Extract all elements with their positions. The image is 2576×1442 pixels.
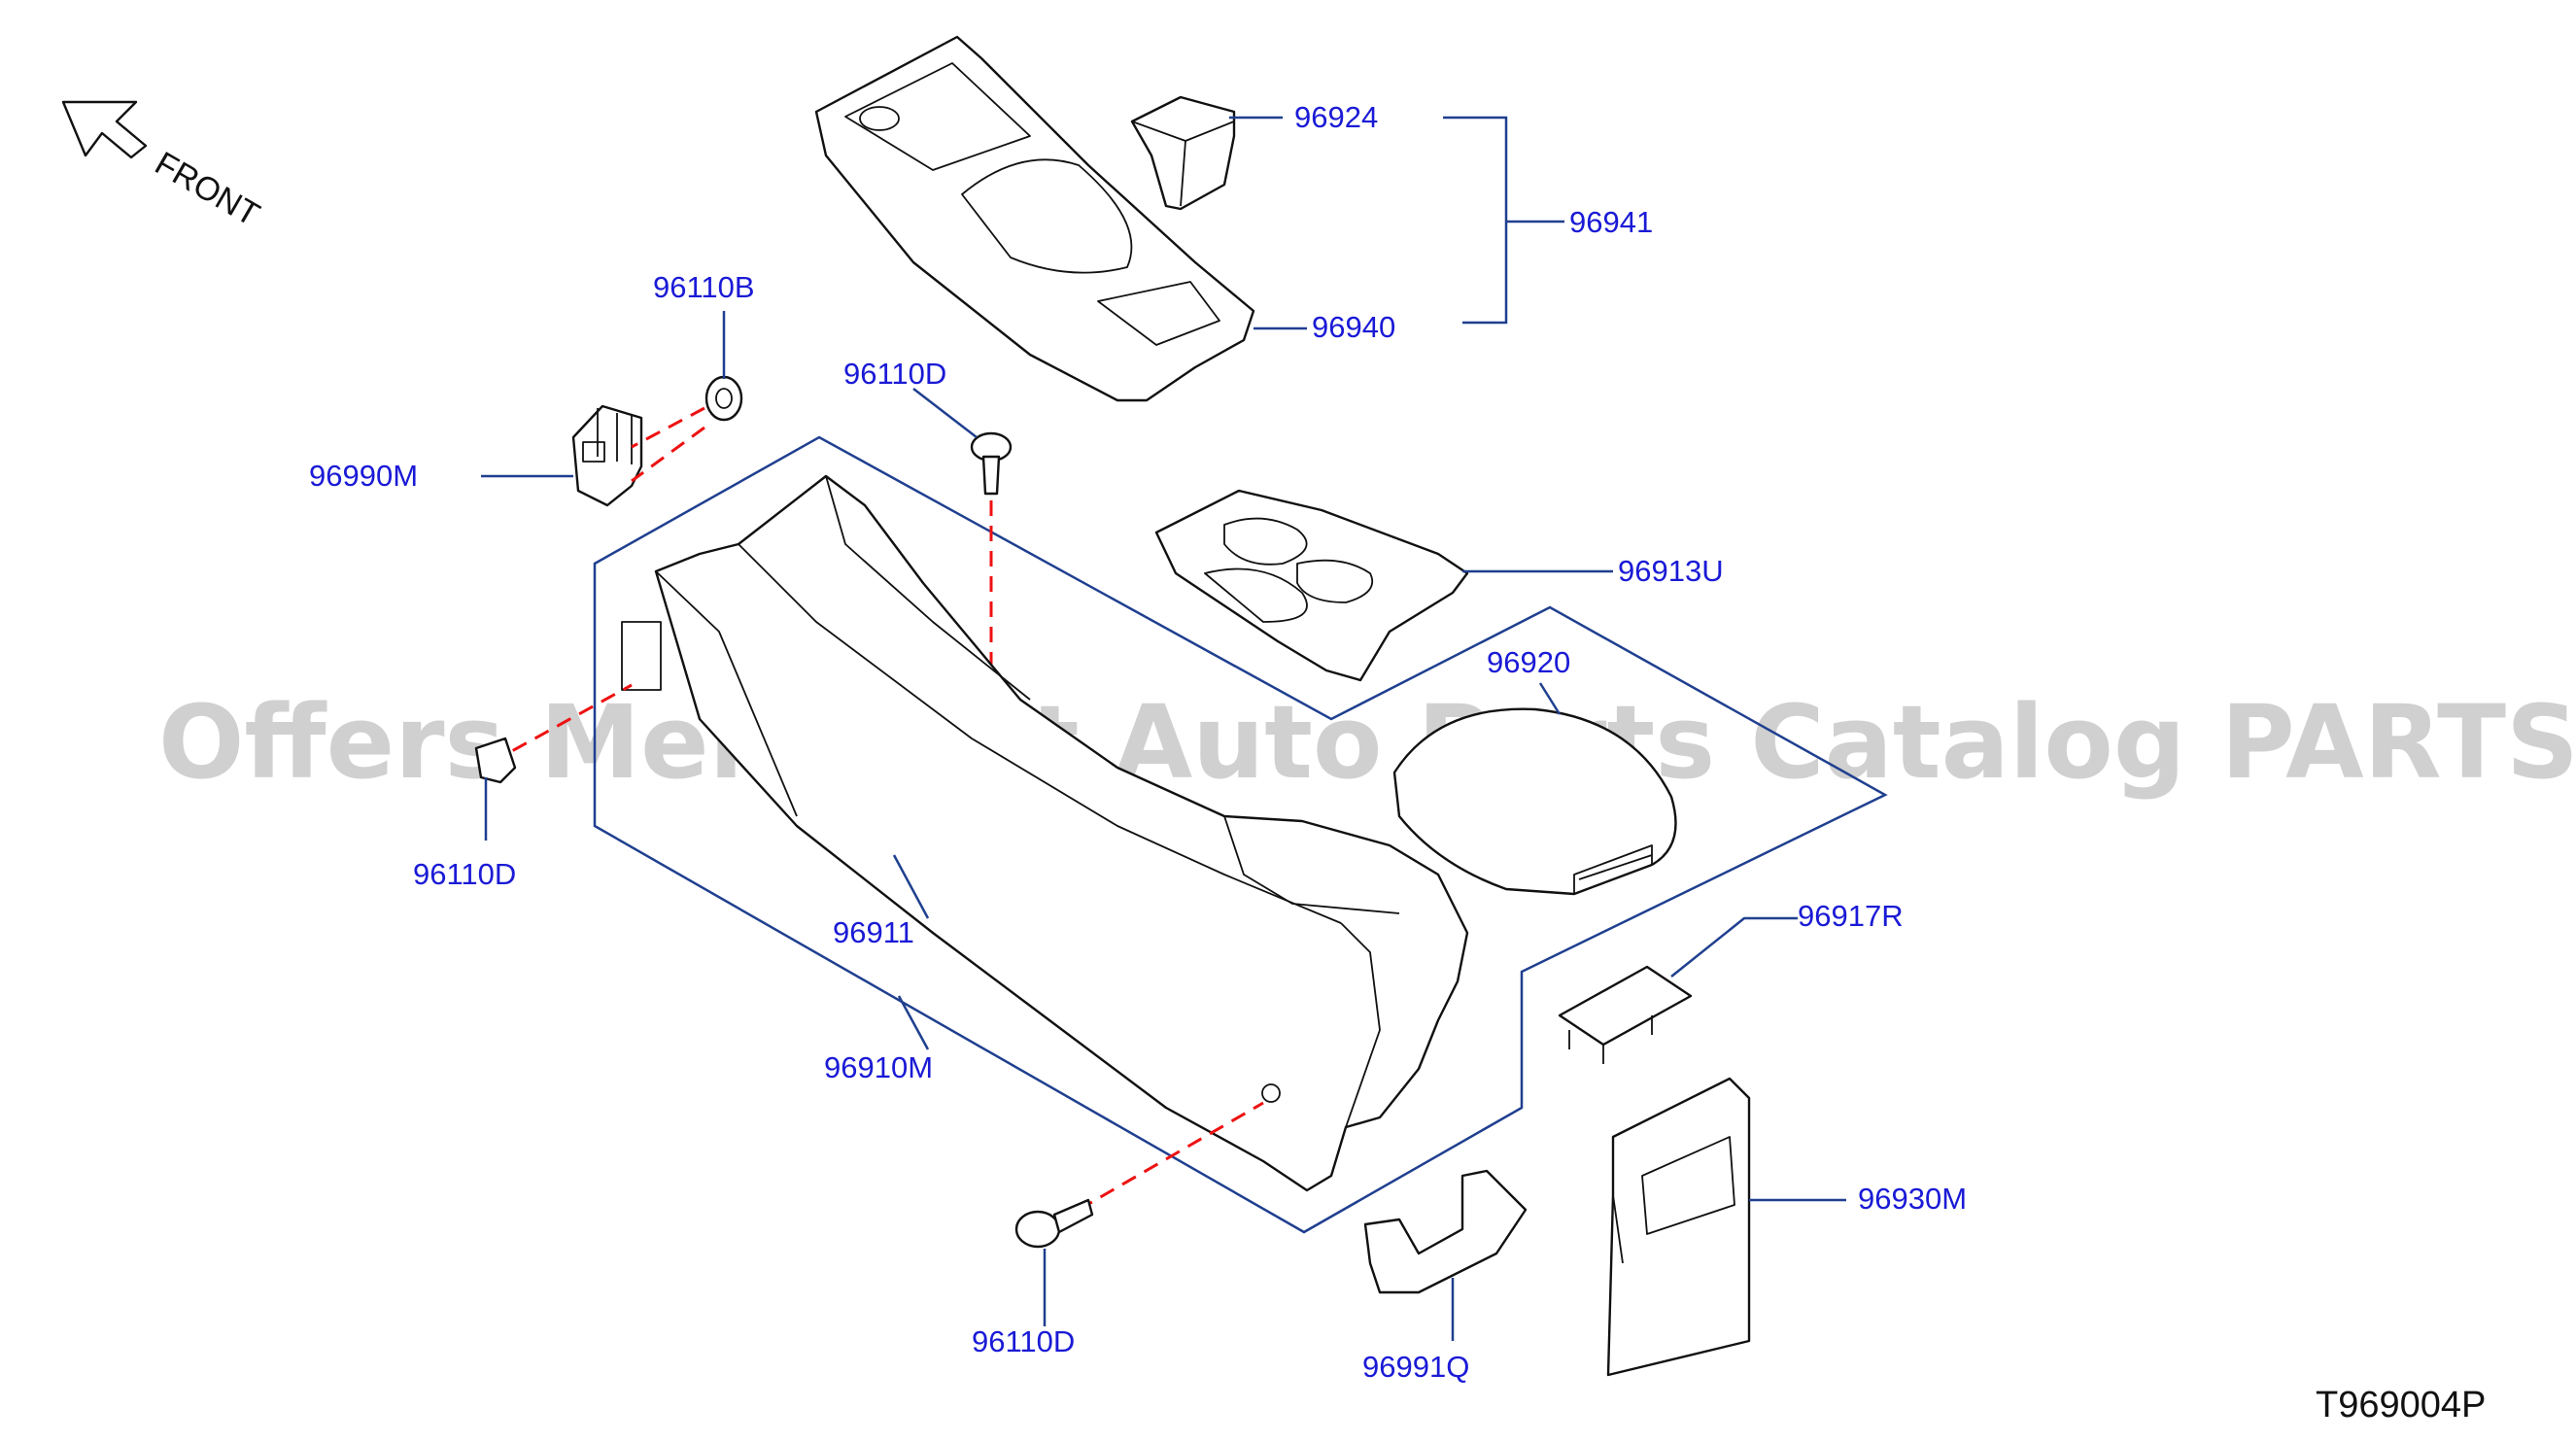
part-label-96110D-bottom[interactable]: 96110D xyxy=(972,1324,1075,1358)
dash-screw-left xyxy=(490,683,633,765)
leader-96917R xyxy=(1670,916,1798,978)
clip-96917R-drawing xyxy=(1558,965,1693,1064)
part-label-96110B[interactable]: 96110B xyxy=(653,270,755,304)
part-label-96920[interactable]: 96920 xyxy=(1487,645,1570,679)
rear-finisher-drawing xyxy=(1606,1077,1751,1377)
part-label-96940[interactable]: 96940 xyxy=(1312,310,1395,344)
screw-top-drawing xyxy=(970,431,1013,496)
screw-bottom-drawing xyxy=(1014,1198,1094,1249)
bracket-96990M-drawing xyxy=(571,404,643,507)
bracket-96991Q-drawing xyxy=(1363,1169,1528,1294)
part-label-96110D-top[interactable]: 96110D xyxy=(843,357,946,391)
diagram-code: T969004P xyxy=(2316,1385,2486,1425)
console-finisher-drawing xyxy=(814,35,1255,402)
part-label-96990M[interactable]: 96990M xyxy=(309,459,418,493)
part-label-96110D-left[interactable]: 96110D xyxy=(413,857,516,891)
dash-96110B xyxy=(631,406,705,483)
part-label-96924[interactable]: 96924 xyxy=(1294,100,1378,134)
clip-left-drawing xyxy=(474,737,517,784)
part-label-96941[interactable]: 96941 xyxy=(1569,205,1653,239)
part-label-96911[interactable]: 96911 xyxy=(833,915,914,949)
armrest-lid-drawing xyxy=(1392,707,1677,896)
leader-96110D-top xyxy=(912,388,978,438)
front-label: FRONT xyxy=(149,145,265,233)
part-label-96991Q[interactable]: 96991Q xyxy=(1362,1350,1469,1384)
insert-drawing xyxy=(1130,95,1236,211)
dash-screw-bottom xyxy=(1078,1101,1264,1212)
leader-96911 xyxy=(892,854,930,919)
nut-96110B-drawing xyxy=(704,375,743,422)
front-arrow-icon xyxy=(61,100,148,159)
part-label-96917R[interactable]: 96917R xyxy=(1798,899,1904,933)
cup-holder-drawing xyxy=(1154,489,1469,682)
assembly-outline-96910M xyxy=(593,435,1888,1234)
part-label-96913U[interactable]: 96913U xyxy=(1618,554,1724,588)
part-label-96930M[interactable]: 96930M xyxy=(1858,1182,1967,1216)
bracket-96941 xyxy=(1443,116,1564,325)
watermark: Offers Merchant Auto Parts Catalog PARTS… xyxy=(158,683,2576,802)
leader-96910M xyxy=(897,995,930,1050)
console-body-drawing xyxy=(621,474,1469,1192)
part-label-96910M[interactable]: 96910M xyxy=(824,1050,933,1084)
leader-96920 xyxy=(1538,682,1562,715)
